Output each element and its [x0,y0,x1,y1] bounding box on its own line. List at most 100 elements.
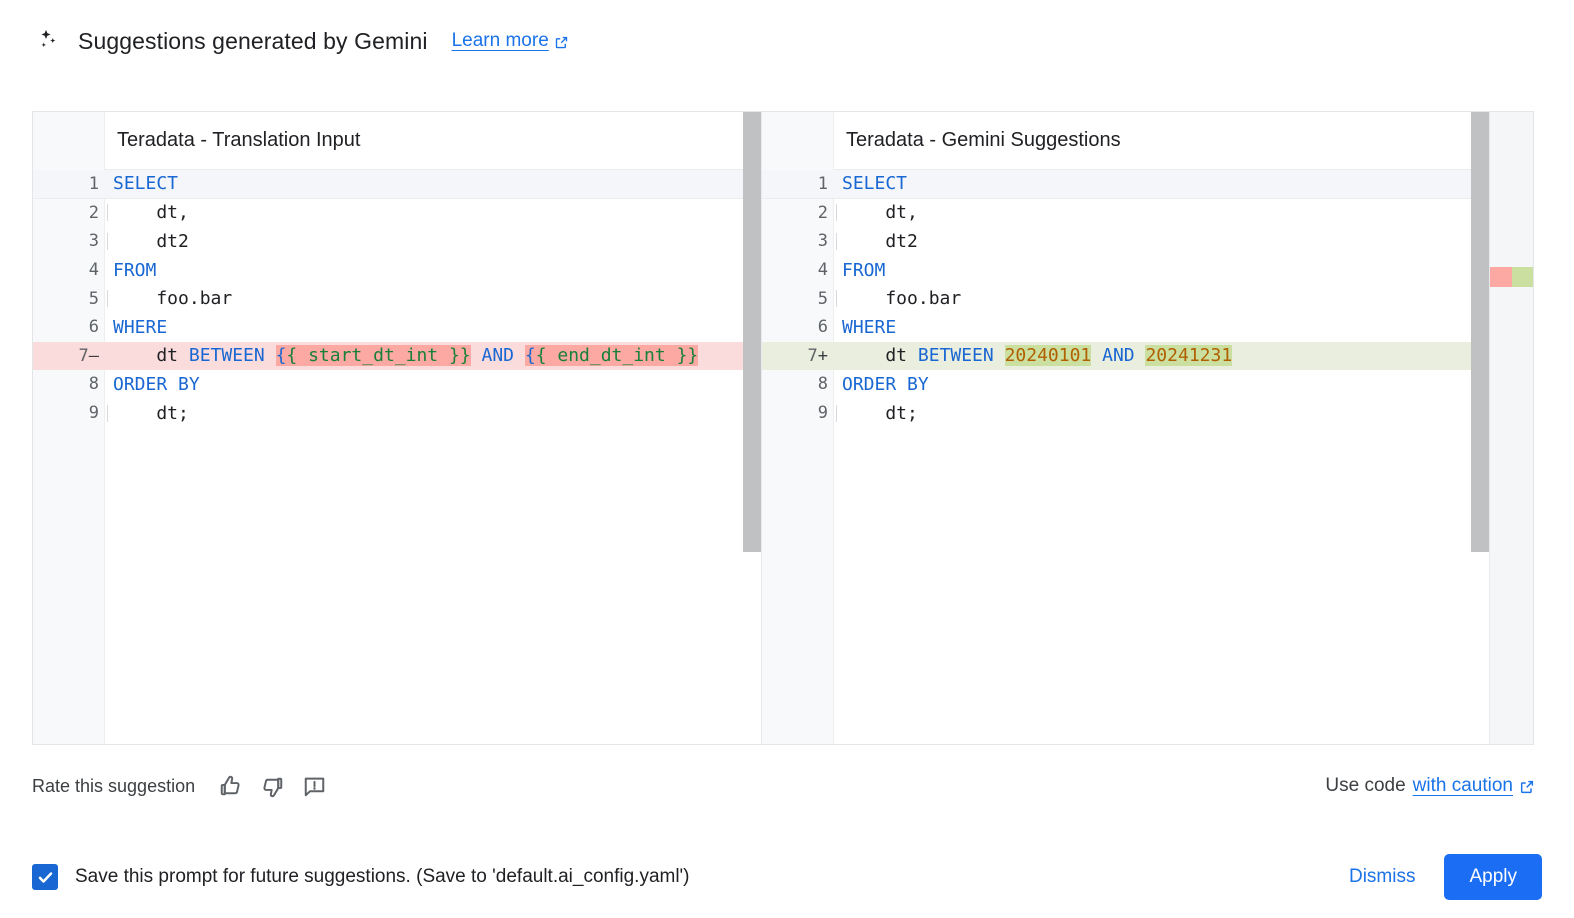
line-number: 2 [88,202,99,223]
line-number: 6 [88,317,99,338]
code-line[interactable]: 8 ORDER BY [762,370,1533,399]
panel-header: Suggestions generated by Gemini Learn mo… [32,26,569,56]
code-token: dt; [113,402,189,424]
code-text: dt, [834,202,1533,223]
apply-button[interactable]: Apply [1444,854,1542,900]
left-vertical-scrollbar[interactable] [743,112,761,744]
report-feedback-icon[interactable] [301,773,327,799]
code-text: foo.bar [834,288,1533,309]
rate-icon-group [217,773,327,799]
line-number: 4 [817,260,828,281]
code-token: FROM [113,259,157,281]
use-code-caution: Use code with caution [1325,775,1534,797]
code-line[interactable]: 9 dt; [33,399,761,428]
code-token [265,345,276,366]
code-line[interactable]: 9 dt; [762,399,1533,428]
code-token: WHERE [842,316,897,338]
code-token: BETWEEN [188,345,265,367]
diff-overview-minimap[interactable] [1489,112,1533,744]
left-pane-title: Teradata - Translation Input [105,112,761,170]
code-text: dt2 [105,231,761,252]
code-text: ORDER BY [834,374,1533,395]
with-caution-link[interactable]: with caution [1413,775,1534,797]
code-token [1091,345,1102,366]
code-line[interactable]: 3 dt2 [33,227,761,256]
code-token: dt; [842,402,918,424]
line-number: 5 [817,288,828,309]
code-text: dt BETWEEN 20240101 AND 20241231 [834,345,1533,367]
line-number: 2 [817,202,828,223]
line-number: 8 [88,374,99,395]
code-token [471,345,482,366]
save-prompt-checkbox[interactable] [32,864,58,890]
diff-viewer: Teradata - Translation Input 1 SELECT 2 dt… [32,111,1534,745]
code-line[interactable]: 5 foo.bar [762,284,1533,313]
code-line[interactable]: 1 SELECT [33,170,761,199]
code-token [994,345,1005,366]
code-text: SELECT [105,173,761,194]
line-number: 8 [817,374,828,395]
code-token: { [275,345,287,367]
code-text: FROM [834,260,1533,281]
diff-pane-left: Teradata - Translation Input 1 SELECT 2 dt… [33,112,762,744]
diff-marker: + [817,345,828,366]
code-token [514,345,525,366]
code-line[interactable]: 2 dt, [762,199,1533,228]
footer-actions: Dismiss Apply [1330,854,1542,900]
thumb-down-icon[interactable] [259,773,285,799]
dismiss-button[interactable]: Dismiss [1330,855,1435,899]
save-prompt-group: Save this prompt for future suggestions.… [32,864,690,890]
code-token: 20241231 [1145,345,1233,367]
line-number: 9 [817,403,828,424]
right-scrollbar-thumb[interactable] [1471,112,1489,552]
code-token: SELECT [113,173,179,195]
external-link-icon [1519,779,1534,794]
learn-more-label: Learn more [451,30,549,51]
right-vertical-scrollbar[interactable] [1471,112,1489,744]
code-token: { [524,345,536,367]
line-number: 3 [88,231,99,252]
code-token: AND [1102,345,1135,367]
line-number: 1 [88,173,99,194]
code-line[interactable]: 4 FROM [762,256,1533,285]
code-token: { start_dt_int } [286,345,460,367]
thumb-up-icon[interactable] [217,773,243,799]
code-line[interactable]: 7— dt BETWEEN {{ start_dt_int }} AND {{ … [33,341,761,371]
diff-marker: — [88,345,99,366]
code-line[interactable]: 3 dt2 [762,227,1533,256]
minimap-added-marker [1512,267,1533,287]
code-line[interactable]: 2 dt, [33,199,761,228]
code-text: SELECT [834,173,1533,194]
code-token: ORDER BY [113,373,200,395]
rate-group: Rate this suggestion [32,773,327,799]
code-line[interactable]: 1 SELECT [762,170,1533,199]
code-token: FROM [842,259,886,281]
code-line[interactable]: 5 foo.bar [33,284,761,313]
right-pane-title: Teradata - Gemini Suggestions [834,112,1533,170]
footer-bar: Save this prompt for future suggestions.… [0,836,1574,918]
line-number: 1 [817,173,828,194]
external-link-icon [554,34,569,49]
line-number: 9 [88,403,99,424]
with-caution-label: with caution [1412,775,1513,796]
code-token: } [687,345,699,367]
code-line[interactable]: 8 ORDER BY [33,370,761,399]
right-gutter [762,112,834,744]
code-line[interactable]: 7+ dt BETWEEN 20240101 AND 20241231 [762,341,1533,371]
code-token: dt [842,345,918,367]
code-text: WHERE [834,317,1533,338]
code-token: ORDER BY [842,373,929,395]
code-token: BETWEEN [917,345,994,367]
left-scrollbar-thumb[interactable] [743,112,761,552]
code-token: foo.bar [842,288,962,310]
code-line[interactable]: 6 WHERE [33,313,761,342]
code-token: { end_dt_int } [535,345,688,367]
code-token: dt2 [842,230,918,252]
learn-more-link[interactable]: Learn more [452,30,569,52]
code-token: WHERE [113,316,168,338]
